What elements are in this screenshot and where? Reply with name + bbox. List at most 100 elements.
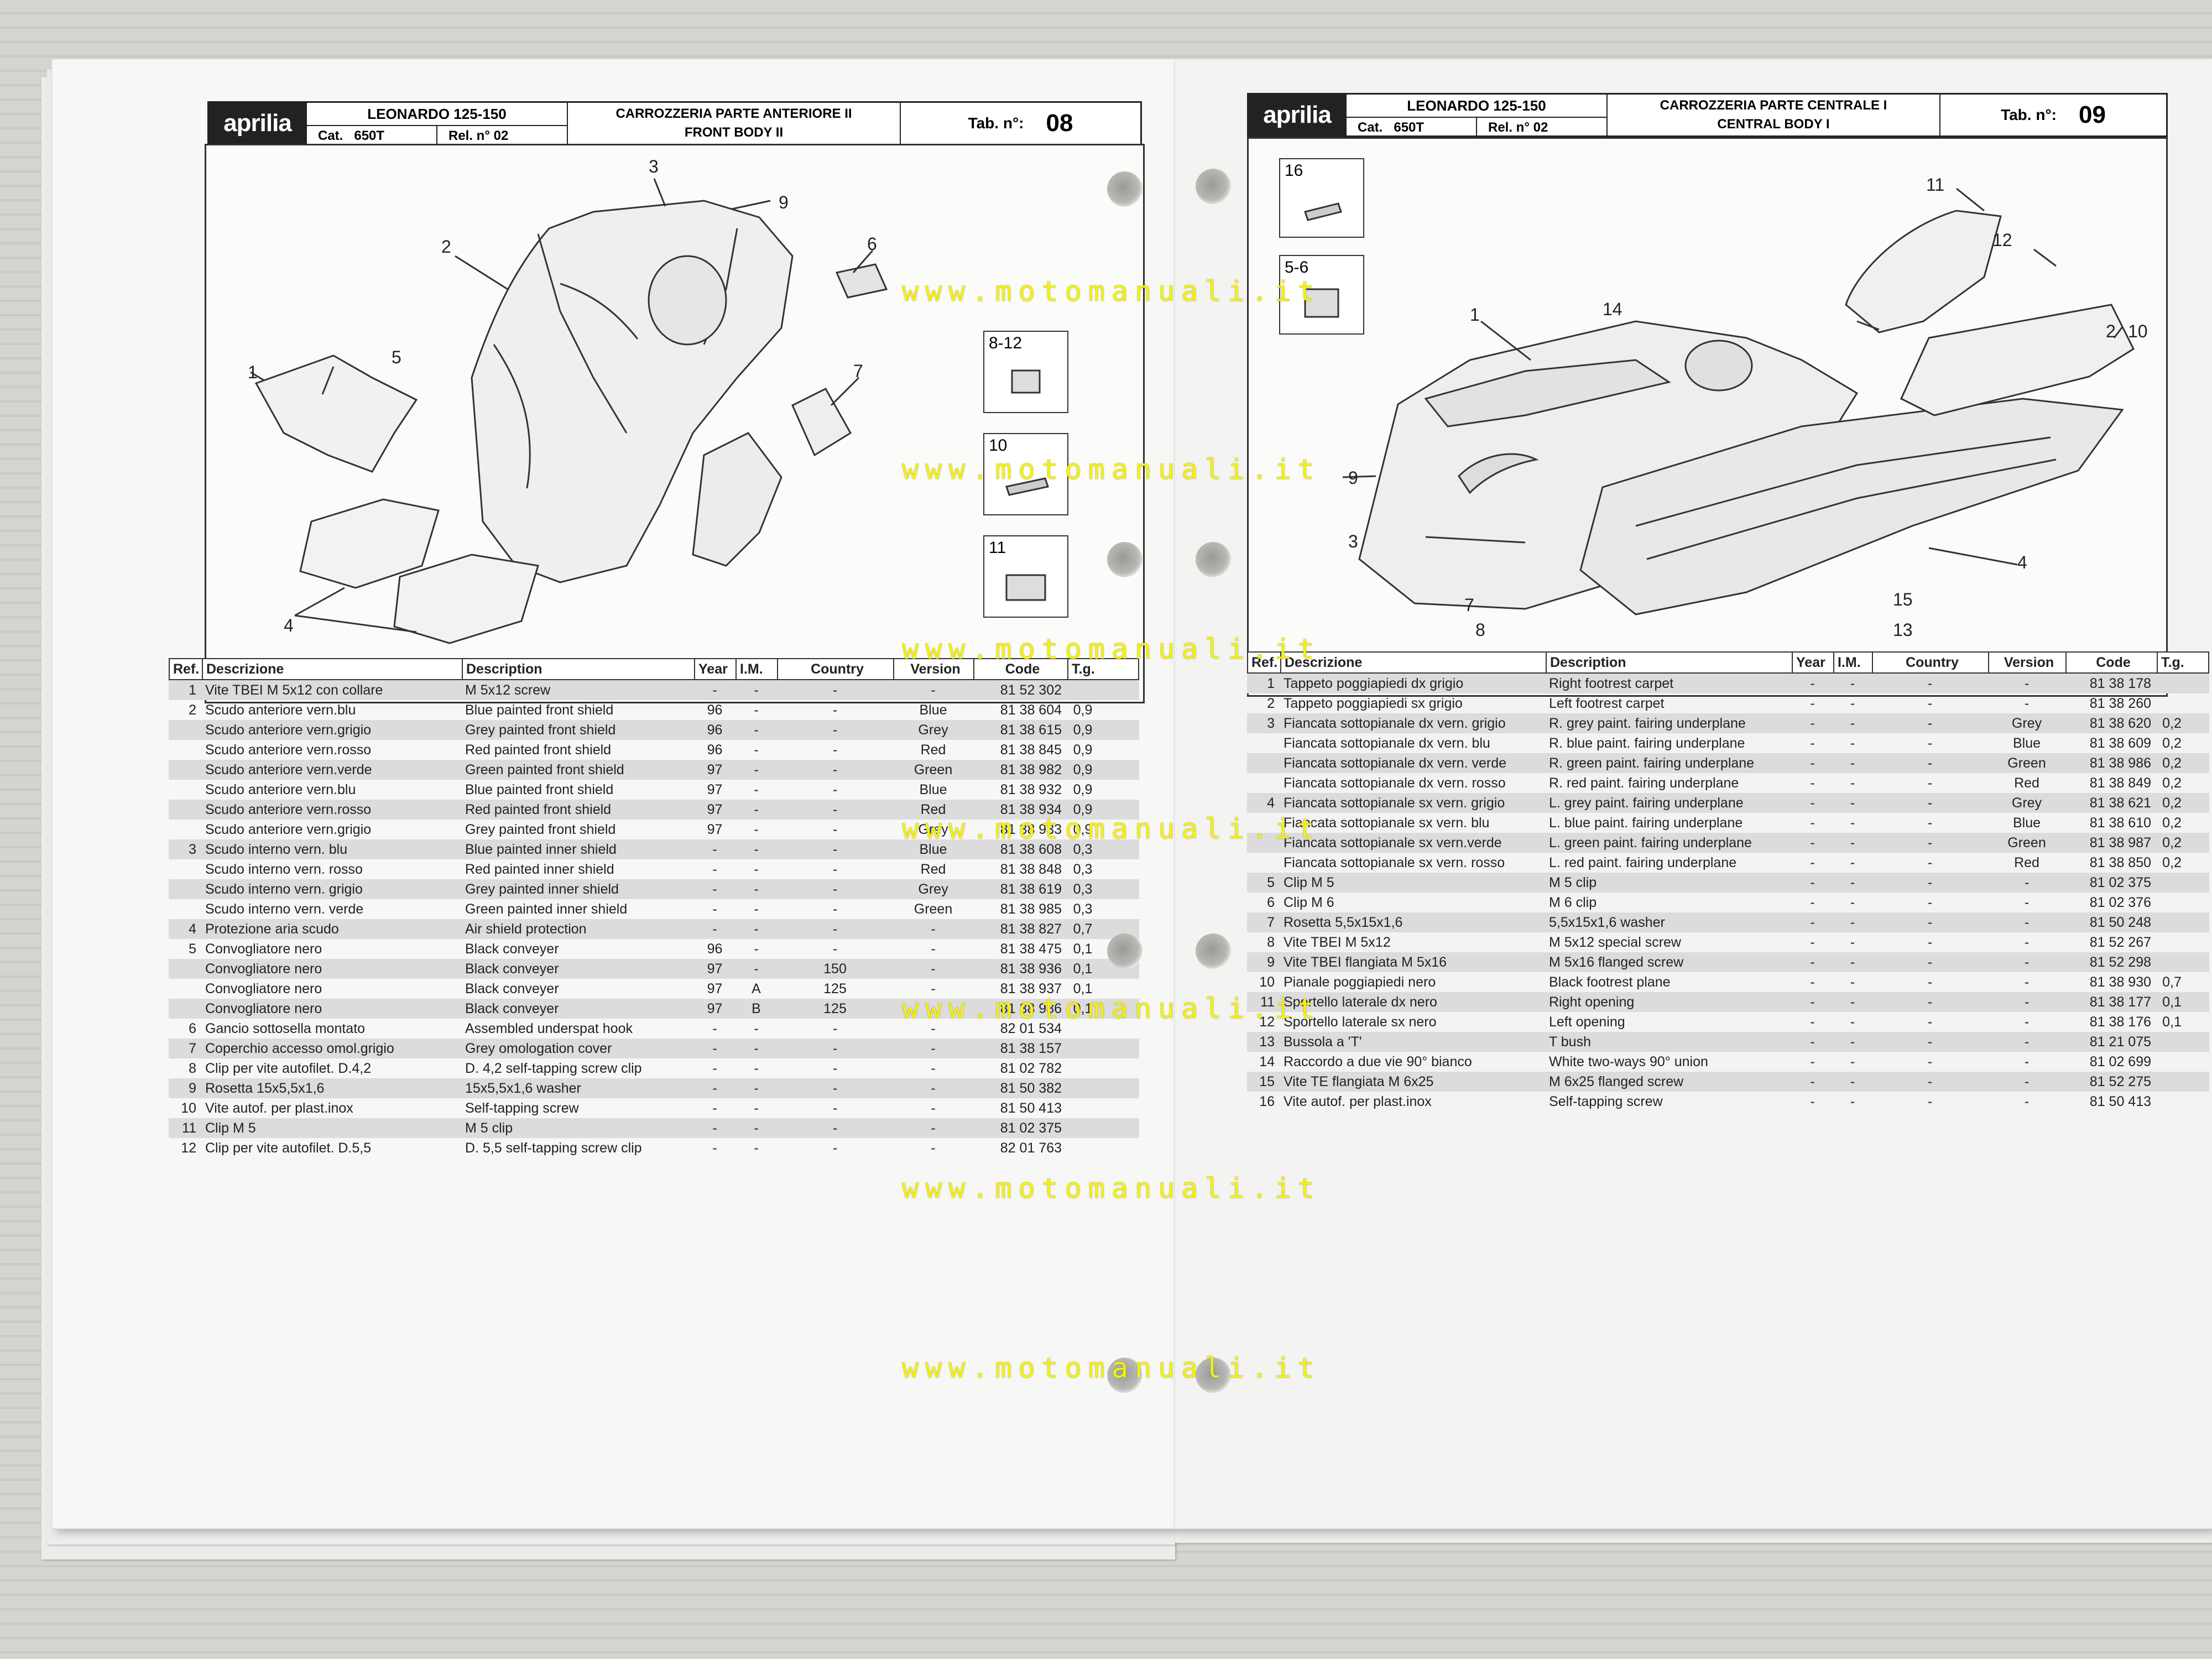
- cell-tg: 0,2: [2162, 735, 2182, 751]
- cell-year: -: [1810, 775, 1815, 791]
- cell-ref: 4: [189, 921, 196, 937]
- cell-descrizione: Coperchio accesso omol.grigio: [205, 1040, 394, 1056]
- cell-im: -: [754, 821, 759, 837]
- cell-country: -: [832, 1080, 838, 1096]
- cell-im: -: [754, 781, 759, 797]
- cell-version: Green: [2007, 834, 2046, 851]
- cell-code: 81 02 782: [1000, 1060, 1062, 1076]
- cell-country: -: [1927, 1053, 1933, 1070]
- cell-version: -: [931, 1000, 936, 1016]
- cell-country: -: [1927, 675, 1933, 691]
- cell-im: -: [754, 1060, 759, 1076]
- cell-descrizione: Fiancata sottopianale sx vern.verde: [1284, 834, 1502, 851]
- cell-ref: 8: [1267, 934, 1275, 950]
- cell-descrizione: Tappeto poggiapiedi dx grigio: [1284, 675, 1464, 691]
- cell-version: -: [2024, 1014, 2030, 1030]
- cell-country: -: [832, 742, 838, 758]
- cat-cell: Cat. 650T: [1347, 118, 1476, 138]
- col-country: Country: [1873, 653, 1989, 672]
- callout-3: 3: [1348, 531, 1358, 551]
- cell-descrizione: Tappeto poggiapiedi sx grigio: [1284, 695, 1463, 711]
- cell-country: -: [1927, 775, 1933, 791]
- central-body-drawing: [1342, 187, 2135, 615]
- cell-code: 82 01 763: [1000, 1140, 1062, 1156]
- cell-im: -: [754, 1020, 759, 1036]
- cell-description: Assembled underspat hook: [465, 1020, 633, 1036]
- cell-descrizione: Convogliatore nero: [205, 980, 322, 997]
- cell-im: A: [752, 980, 761, 997]
- cell-country: -: [832, 1020, 838, 1036]
- cell-year: -: [1810, 1073, 1815, 1089]
- col-year: Year: [1793, 653, 1834, 672]
- rel-value: 02: [1533, 120, 1548, 135]
- cell-year: 97: [707, 821, 723, 837]
- cell-description: Red painted inner shield: [465, 861, 614, 877]
- cell-country: -: [1927, 735, 1933, 751]
- cell-version: -: [931, 1100, 936, 1116]
- cell-year: -: [712, 1120, 717, 1136]
- cell-ref: 11: [1260, 994, 1275, 1010]
- cell-country: -: [1927, 994, 1933, 1010]
- cell-description: Black conveyer: [465, 961, 559, 977]
- cell-code: 81 38 986: [1000, 1000, 1062, 1016]
- watermark: www.motomanuali.it: [902, 453, 1321, 486]
- cell-country: -: [1927, 854, 1933, 870]
- watermark: www.motomanuali.it: [902, 633, 1321, 665]
- cell-descrizione: Protezione aria scudo: [205, 921, 339, 937]
- cell-tg: 0,1: [1073, 980, 1093, 997]
- col-code: Code: [2067, 653, 2158, 672]
- cell-year: 97: [707, 1000, 723, 1016]
- cell-im: -: [1850, 775, 1855, 791]
- cell-tg: 0,1: [1073, 1000, 1093, 1016]
- cell-descrizione: Scudo anteriore vern.blu: [205, 702, 356, 718]
- cell-code: 81 38 845: [1000, 742, 1062, 758]
- cell-country: -: [832, 1140, 838, 1156]
- tab-number: Tab. n°: 08: [900, 103, 1140, 144]
- cell-tg: 0,9: [1073, 781, 1093, 797]
- cell-version: Blue: [919, 841, 947, 857]
- cell-description: Black conveyer: [465, 980, 559, 997]
- cell-country: -: [832, 761, 838, 778]
- tab-label: Tab. n°:: [2001, 106, 2057, 123]
- cell-country: -: [1927, 815, 1933, 831]
- cell-country: -: [1927, 1093, 1933, 1109]
- cell-descrizione: Scudo interno vern. blu: [205, 841, 348, 857]
- cell-year: -: [1810, 994, 1815, 1010]
- right-header: aprilia LEONARDO 125-150 Cat. 650T Rel. …: [1247, 93, 2168, 138]
- cell-code: 81 38 932: [1000, 781, 1062, 797]
- cat-label: Cat.: [318, 128, 343, 143]
- cell-year: -: [712, 1020, 717, 1036]
- cell-descrizione: Scudo interno vern. rosso: [205, 861, 363, 877]
- cell-descrizione: Sportello laterale dx nero: [1284, 994, 1437, 1010]
- cell-version: Green: [914, 901, 953, 917]
- cell-descrizione: Clip M 5: [1284, 874, 1334, 890]
- rel-label: Rel. n°: [448, 128, 490, 143]
- callout-1: 1: [248, 362, 258, 382]
- cell-country: -: [832, 1060, 838, 1076]
- model-name: LEONARDO 125-150: [307, 103, 567, 126]
- cell-im: -: [1850, 755, 1855, 771]
- cell-description: M 5 clip: [465, 1120, 513, 1136]
- cell-im: -: [754, 861, 759, 877]
- cell-im: -: [1850, 994, 1855, 1010]
- rel-label: Rel. n°: [1488, 120, 1530, 135]
- cell-im: -: [1850, 815, 1855, 831]
- model-block: LEONARDO 125-150 Cat. 650T Rel. n° 02: [306, 103, 567, 146]
- rel-cell: Rel. n° 02: [1476, 118, 1606, 138]
- cell-year: 97: [707, 781, 723, 797]
- cell-code: 81 38 475: [1000, 941, 1062, 957]
- cell-version: -: [931, 1060, 936, 1076]
- cell-ref: 10: [181, 1100, 196, 1116]
- cell-tg: 0,9: [1073, 801, 1093, 817]
- cell-version: Blue: [919, 781, 947, 797]
- cell-year: -: [1810, 1014, 1815, 1030]
- cell-country: -: [832, 682, 838, 698]
- cell-version: -: [931, 980, 936, 997]
